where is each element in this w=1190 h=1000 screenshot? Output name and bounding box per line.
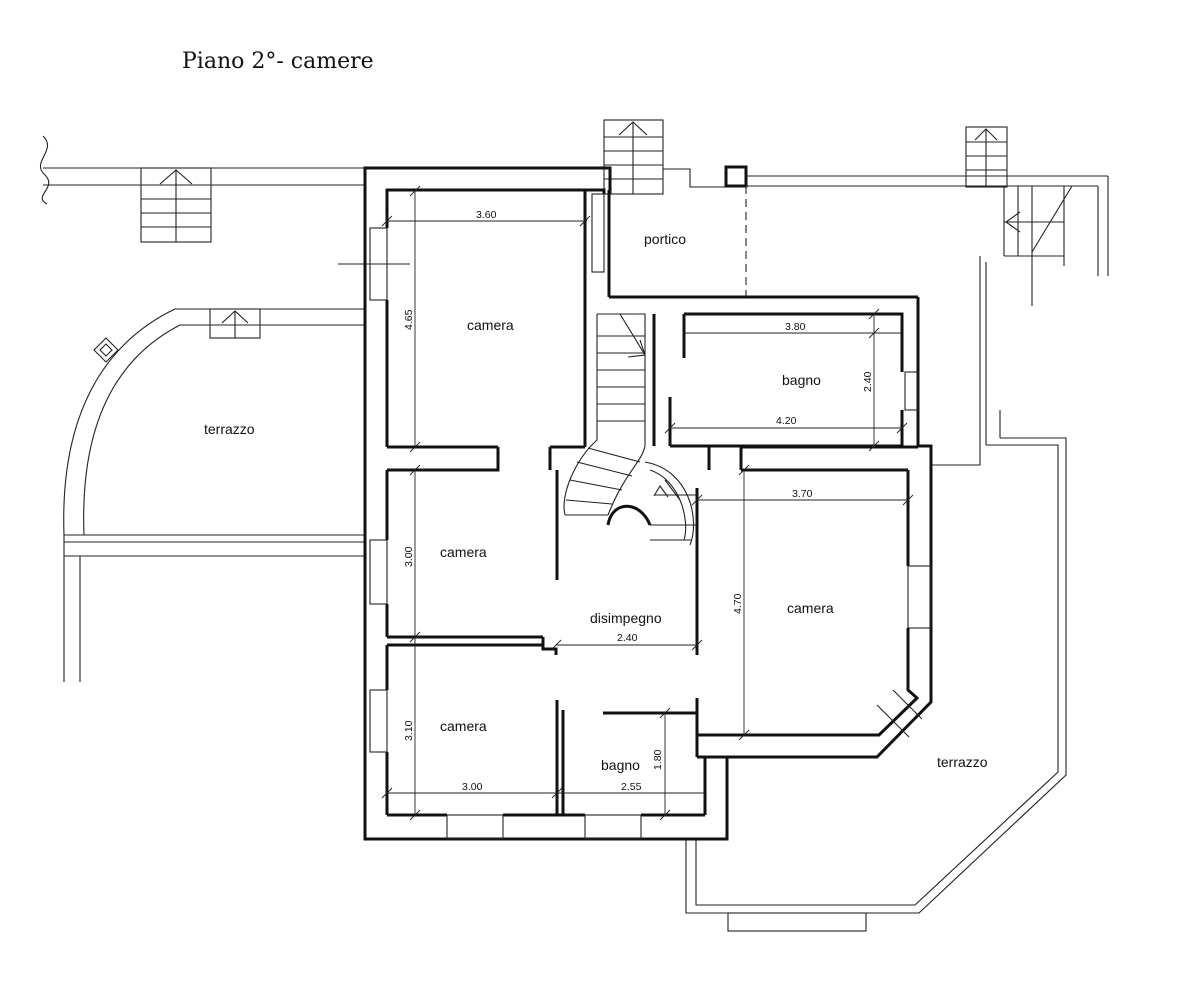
room-label-camera-w: camera <box>440 544 487 560</box>
outer-walls <box>363 166 933 841</box>
windows <box>369 193 932 840</box>
east-terrace-outline <box>685 256 1067 932</box>
northeast-stair <box>965 126 1109 306</box>
dim-label: 2.40 <box>617 632 638 644</box>
west-stair <box>140 167 212 243</box>
room-label-terrazzo-e: terrazzo <box>937 754 988 770</box>
west-walkway <box>43 167 365 186</box>
portico-outline <box>609 165 1108 299</box>
room-label-bagno-n: bagno <box>782 372 821 388</box>
dim-label: 3.80 <box>785 321 806 333</box>
dim-label: 2.40 <box>862 371 874 392</box>
room-label-terrazzo-w: terrazzo <box>204 421 255 437</box>
dim-label: 4.65 <box>403 309 415 330</box>
room-label-camera-nw: camera <box>467 317 514 333</box>
dim-label: 1.80 <box>652 749 664 770</box>
room-label-camera-sw: camera <box>440 718 487 734</box>
dim-label: 3.10 <box>403 720 415 741</box>
west-terrace-outline <box>63 263 410 682</box>
north-stair <box>603 119 664 195</box>
internal-stair <box>563 313 697 546</box>
break-line <box>39 135 50 205</box>
dim-label: 2.55 <box>621 781 642 793</box>
dim-label: 3.00 <box>462 781 483 793</box>
room-label-portico: portico <box>644 231 686 247</box>
room-label-camera-e: camera <box>787 600 834 616</box>
dimension-lines <box>381 185 914 821</box>
dim-label: 4.20 <box>776 415 797 427</box>
dim-label: 3.60 <box>476 209 497 221</box>
dim-label: 4.70 <box>732 593 744 614</box>
room-label-bagno-s: bagno <box>601 757 640 773</box>
dim-label: 3.00 <box>403 546 415 567</box>
room-label-disimpegno: disimpegno <box>590 610 662 626</box>
dim-label: 3.70 <box>792 488 813 500</box>
plan-title: Piano 2°- camere <box>182 49 374 74</box>
